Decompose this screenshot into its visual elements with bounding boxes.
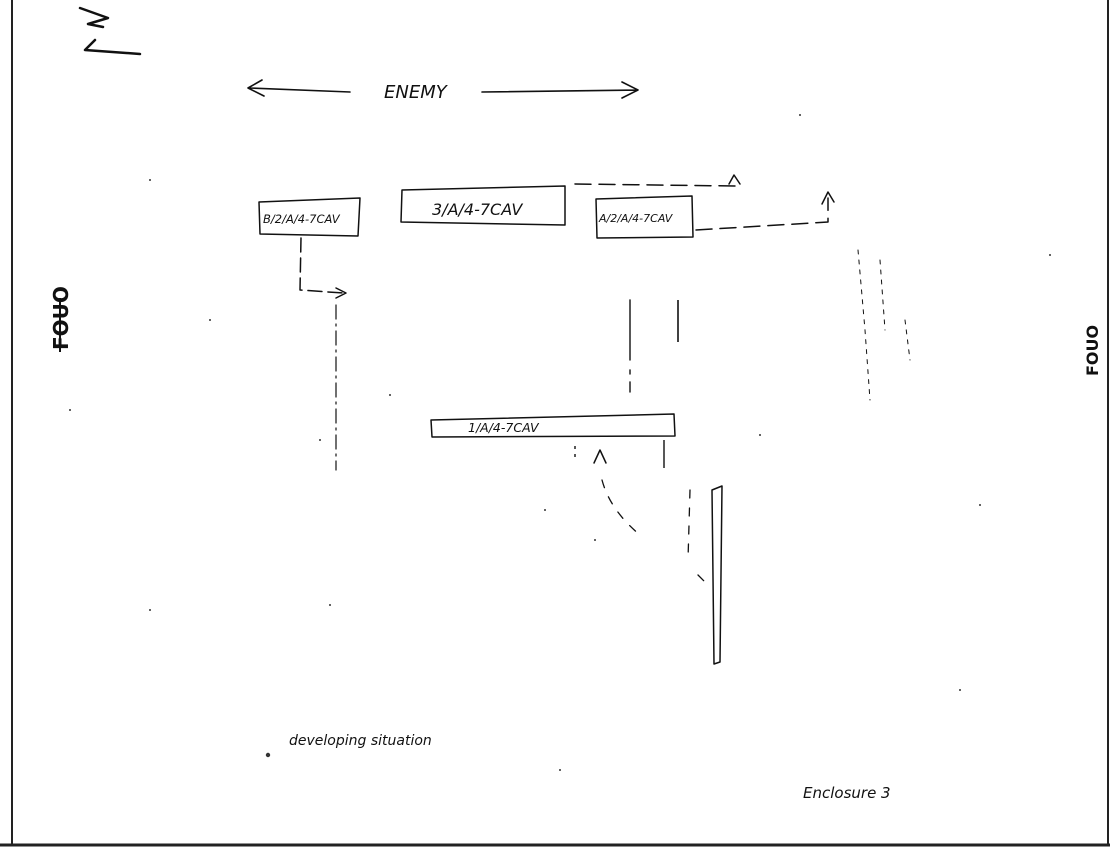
unit-label-third-platoon: 3/A/4-7CAV [432, 200, 523, 219]
fouo-marking-left: FOUO [49, 286, 73, 352]
unit-box-third-platoon [400, 185, 566, 226]
unit-box-first-platoon [430, 413, 676, 438]
north-arrow-icon: N [0, 0, 142, 56]
enclosure-label: Enclosure 3 [803, 784, 891, 802]
enemy-direction-arrow [247, 79, 639, 99]
arrowhead-icon [728, 174, 741, 185]
arrowhead-icon [335, 287, 347, 299]
north-label: N [0, 0, 1, 1]
unit-label-a-platoon: A/2/A/4-7CAV [598, 212, 674, 225]
note-developing-situation: developing situation [289, 733, 432, 749]
long-unit-marker [711, 485, 723, 665]
fouo-marking-right: FOUO [1083, 325, 1102, 376]
unit-box-b-platoon [258, 197, 361, 237]
unit-label-first-platoon: 1/A/4-7CAV [468, 420, 540, 435]
unit-box-a-platoon [595, 195, 694, 239]
arrowhead-icon [821, 191, 835, 205]
unit-label-b-platoon: B/2/A/4-7CAV [263, 212, 341, 226]
scan-noise [69, 114, 1051, 771]
enemy-label: ENEMY [384, 82, 449, 103]
arrowhead-icon [593, 449, 607, 464]
svg-text:FOUO: FOUO [1083, 325, 1102, 376]
